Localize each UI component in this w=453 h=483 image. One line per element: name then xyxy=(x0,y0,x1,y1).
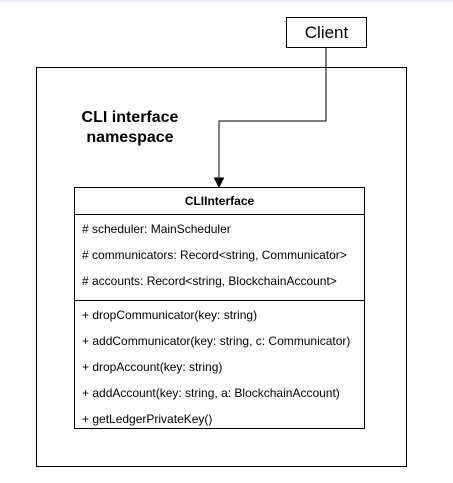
attribute-accounts: # accounts: Record<string, BlockchainAcc… xyxy=(82,274,337,288)
class-name-label: CLIInterface xyxy=(184,194,255,208)
method-drop-account: + dropAccount(key: string) xyxy=(82,360,223,374)
client-label: Client xyxy=(304,22,349,42)
class-attributes: # scheduler: MainScheduler # communicato… xyxy=(75,215,364,301)
top-border xyxy=(0,0,453,2)
class-methods: + dropCommunicator(key: string) + addCom… xyxy=(75,301,364,435)
namespace-title-line-2: namespace xyxy=(86,129,174,146)
class-cliinterface: CLIInterface # scheduler: MainScheduler … xyxy=(74,187,365,429)
client-node: Client xyxy=(286,17,367,48)
method-drop-communicator: + dropCommunicator(key: string) xyxy=(82,308,258,322)
method-get-ledger-private-key: + getLedgerPrivateKey() xyxy=(82,412,213,426)
namespace-title-line-1: CLI interface xyxy=(81,109,179,126)
attribute-scheduler: # scheduler: MainScheduler xyxy=(82,222,231,236)
method-add-communicator: + addCommunicator(key: string, c: Commun… xyxy=(82,334,351,348)
class-name: CLIInterface xyxy=(75,188,364,215)
method-add-account: + addAccount(key: string, a: BlockchainA… xyxy=(82,386,340,400)
attribute-communicators: # communicators: Record<string, Communic… xyxy=(82,248,347,262)
namespace-title: CLI interface namespace xyxy=(70,108,190,148)
